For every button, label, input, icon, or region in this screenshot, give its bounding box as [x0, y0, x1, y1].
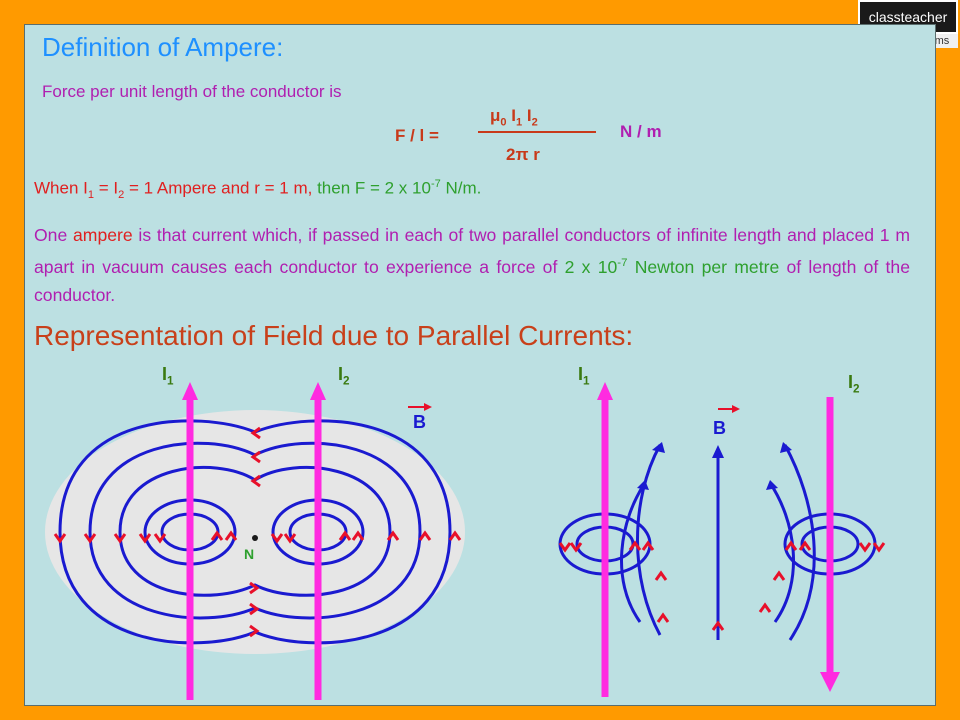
cond-exp: -7: [430, 178, 441, 190]
r-arc-left-outer-head: [652, 442, 665, 453]
label-i1-sub: 1: [167, 374, 174, 388]
def-ampere: ampere: [73, 225, 133, 245]
def-newton: Newton per metre: [634, 256, 780, 277]
cond-then: then F = 2 x 10: [317, 178, 431, 198]
r-center-line-head: [712, 445, 724, 458]
label-i2-text: I: [338, 364, 344, 384]
cond-eq2: = 1 Ampere and r = 1 m,: [124, 178, 318, 198]
r-wire-i1-arrowhead: [597, 382, 613, 400]
label-i2-sub: 2: [343, 374, 350, 388]
formula-lhs: F / l =: [395, 126, 439, 145]
left-label-n: N: [244, 546, 255, 562]
label-i1-text: I: [162, 364, 168, 384]
field-region: [45, 410, 465, 654]
cond-sub1: 1: [87, 189, 95, 202]
heading-definition: Definition of Ampere:: [42, 32, 284, 62]
r-chevrons: [558, 540, 886, 631]
def-p2: is that current which, if passed in each…: [34, 225, 910, 277]
r-arc-right-inner-head: [766, 480, 778, 490]
left-label-i2: I2: [338, 364, 350, 388]
right-field-diagram: [558, 382, 886, 697]
r-arc-left-inner: [620, 482, 647, 623]
cond-eq: = I: [94, 178, 119, 198]
b-vector-arrowhead: [424, 403, 432, 411]
r-arc-left-outer: [636, 444, 662, 636]
cond-sub2: 2: [118, 189, 125, 202]
right-label-i1: I1: [578, 364, 590, 388]
formula-denominator: 2π r: [506, 145, 540, 164]
r-arc-right-outer-head: [780, 442, 792, 453]
mu-symbol: μ: [490, 106, 501, 125]
neutral-point: [252, 535, 258, 541]
definition-paragraph: One ampere is that current which, if pas…: [34, 221, 910, 309]
wire-i1-arrowhead: [182, 382, 198, 400]
r-label-i2-text: I: [848, 372, 854, 392]
i2-sub: 2: [531, 116, 538, 129]
r-arc-right-inner: [768, 482, 795, 623]
def-force-exp: -7: [617, 257, 628, 269]
cond-unit: N/m.: [440, 178, 482, 198]
axis-chevrons: [53, 530, 462, 544]
cond-when: When I: [34, 178, 88, 198]
def-force: 2 x 10: [564, 256, 618, 277]
def-p1: One: [34, 225, 74, 245]
r-wire-i2-arrowhead: [820, 672, 840, 692]
intro-text: Force per unit length of the conductor i…: [42, 82, 342, 101]
def-p4: of length of the conductor.: [34, 256, 910, 305]
r-b-vector-arrowhead: [732, 405, 740, 413]
right-label-b: B: [713, 418, 726, 438]
r-label-i1-sub: 1: [583, 374, 590, 388]
formula-numerator: μ0 I1 I2: [490, 106, 538, 128]
fraction-bar: [478, 131, 596, 133]
mu-sub: 0: [500, 116, 507, 129]
formula-unit: N / m: [620, 122, 662, 141]
left-label-b: B: [413, 412, 426, 432]
midline-chevrons: [249, 426, 261, 638]
left-field-diagram: [45, 382, 465, 700]
heading-representation: Representation of Field due to Parallel …: [34, 320, 634, 351]
r-label-i1-text: I: [578, 364, 584, 384]
i1-sub: 1: [516, 116, 523, 129]
i1-symbol: I: [511, 106, 517, 125]
r-label-i2-sub: 2: [853, 382, 860, 396]
left-label-i1: I1: [162, 364, 174, 388]
wire-i2-arrowhead: [310, 382, 326, 400]
i2-symbol: I: [526, 106, 532, 125]
condition-line: When I1 = I2 = 1 Ampere and r = 1 m, the…: [34, 178, 481, 201]
r-arc-right-outer: [783, 444, 816, 641]
right-label-i2: I2: [848, 372, 860, 396]
